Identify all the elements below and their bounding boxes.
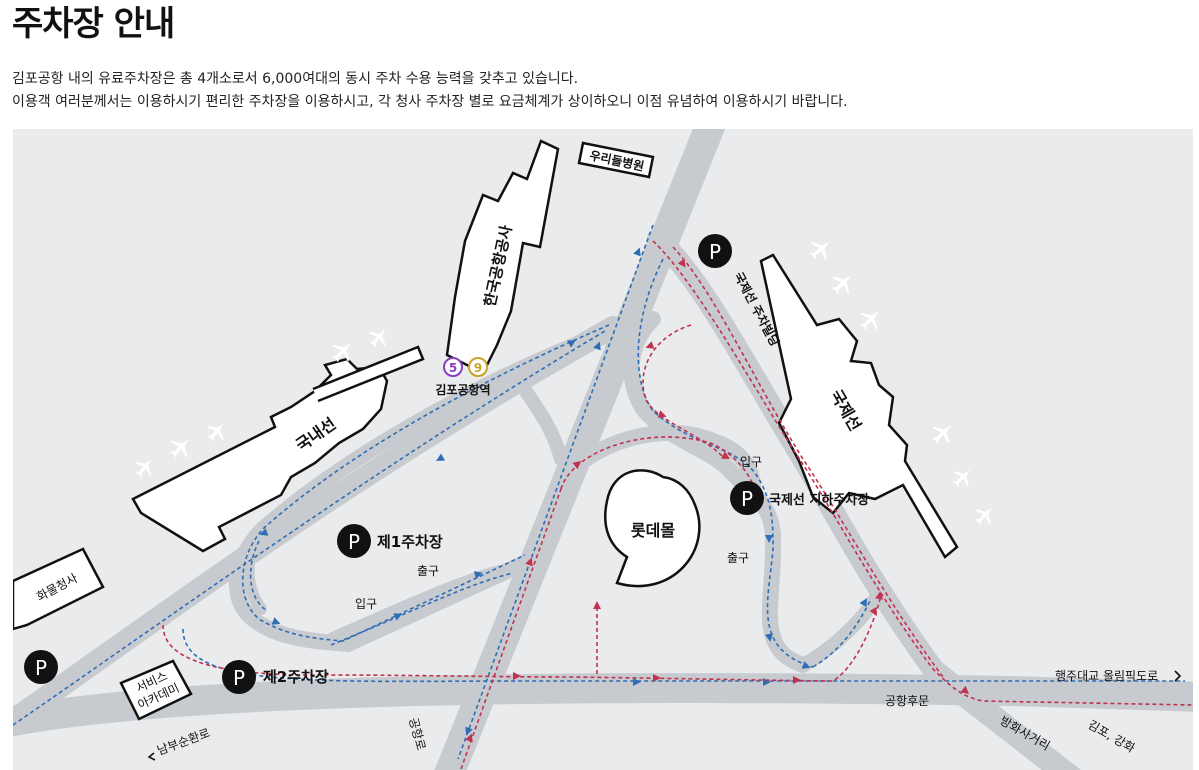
airport-rear-gate-label: 공항후문 xyxy=(885,694,929,708)
subway-line-9-label: 9 xyxy=(474,361,482,375)
parking-symbol: P xyxy=(348,530,360,554)
parking-icon xyxy=(698,234,732,268)
lot1-entrance-label: 입구 xyxy=(355,597,377,611)
parking-symbol: P xyxy=(233,666,245,690)
international-terminal xyxy=(759,253,959,559)
route-blue xyxy=(13,224,1185,760)
subway-line-9-icon xyxy=(468,357,488,377)
chevron-right-icon xyxy=(1174,670,1182,682)
page-title: 주차장 안내 xyxy=(12,4,175,44)
parking-lot-1-label: 제1주차장 xyxy=(377,533,443,551)
parking-symbol: P xyxy=(741,487,753,511)
parking-intl-building-marker[interactable]: P xyxy=(698,234,732,268)
intl-entrance-label: 입구 xyxy=(740,455,762,469)
parking-lot-2-marker[interactable]: P 제2주차장 xyxy=(222,660,329,694)
chevron-left-icon xyxy=(147,752,156,761)
parking-icon xyxy=(730,481,764,515)
parking-cargo-marker[interactable]: P xyxy=(24,650,58,684)
lot1-exit-label: 출구 xyxy=(417,564,439,578)
parking-lot-1-marker[interactable]: P 제1주차장 xyxy=(337,524,443,558)
description-line: 이용객 여러분께서는 이용하시기 편리한 주차장을 이용하시고, 각 청사 주차… xyxy=(12,94,848,110)
parking-symbol: P xyxy=(709,240,721,264)
parking-lot-2-label: 제2주차장 xyxy=(263,668,329,686)
kac-building xyxy=(445,139,560,375)
parking-map-svg: P 제1주차장 P 제2주차장 P P 국제선 지하주차장 P 한국공항공사 우… xyxy=(13,129,1193,770)
lotte-mall-building xyxy=(604,469,701,588)
parking-symbol: P xyxy=(35,656,47,680)
gimpo-airport-station[interactable]: 5 9 김포공항역 xyxy=(435,357,491,397)
description-line: 김포공항 내의 유료주차장은 총 4개소로서 6,000여대의 동시 주차 수용… xyxy=(12,71,579,87)
station-name-label: 김포공항역 xyxy=(435,382,490,397)
buildings xyxy=(13,139,959,721)
haengju-road-label: 행주대교 올림픽도로 xyxy=(1055,668,1158,683)
route-red-arrows xyxy=(465,258,970,743)
page-description: 김포공항 내의 유료주차장은 총 4개소로서 6,000여대의 동시 주차 수용… xyxy=(12,68,848,114)
cargo-building xyxy=(13,547,105,631)
route-blue-arrows xyxy=(259,247,867,736)
parking-map: P 제1주차장 P 제2주차장 P P 국제선 지하주차장 P 한국공항공사 우… xyxy=(13,129,1193,770)
service-academy-building xyxy=(119,659,193,721)
hospital-building xyxy=(577,141,655,179)
domestic-terminal xyxy=(131,357,389,553)
lotte-mall-label: 롯데몰 xyxy=(631,521,675,540)
parking-intl-underground-marker[interactable]: P 국제선 지하주차장 xyxy=(730,481,869,515)
parking-intl-underground-label: 국제선 지하주차장 xyxy=(769,492,869,508)
parking-icon xyxy=(222,660,256,694)
intl-exit-label: 출구 xyxy=(727,551,749,565)
subway-line-5-label: 5 xyxy=(449,361,457,375)
subway-line-5-icon xyxy=(443,357,463,377)
parking-icon xyxy=(337,524,371,558)
parking-icon xyxy=(24,650,58,684)
